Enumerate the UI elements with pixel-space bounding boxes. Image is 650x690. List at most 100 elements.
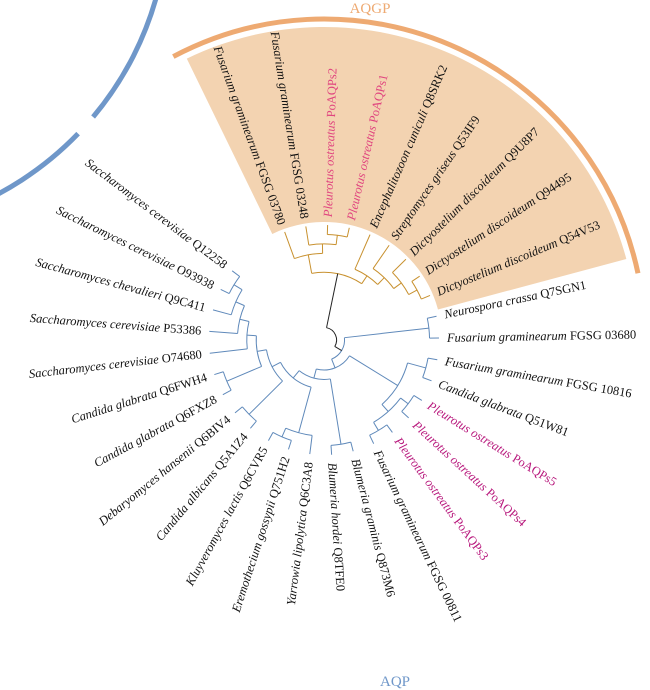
tree-branch <box>220 288 230 295</box>
tree-branch <box>373 422 379 431</box>
tree-branch <box>226 365 262 382</box>
root-branch <box>334 346 342 351</box>
leaf-label: Saccharomyces cerevisiae O74680 <box>28 347 202 381</box>
tree-branch <box>354 234 371 270</box>
leaf-accession: O93938 <box>171 261 216 293</box>
leaf-accession: Q6FWH4 <box>155 370 210 399</box>
tree-branch <box>411 281 422 300</box>
tree-branch <box>401 411 409 419</box>
tree-branch <box>271 361 281 368</box>
tree-branch <box>427 315 437 319</box>
leaf-label: Saccharomyces cerevisiae P53386 <box>29 311 202 338</box>
tree-branch <box>284 231 295 259</box>
leaf-accession: Q9C411 <box>160 289 207 314</box>
tree-branch <box>265 349 283 382</box>
tree-branch <box>222 371 232 391</box>
tree-branch <box>329 378 342 445</box>
leaf-accession: PoAQPs4 <box>481 484 530 530</box>
tree-branch <box>287 440 292 450</box>
tree-branch <box>350 441 354 452</box>
leaf-accession: O74680 <box>158 347 203 366</box>
clade-sector-aqgp <box>186 27 627 310</box>
tree-branch <box>349 355 399 386</box>
leaf-accession: Q8TFE0 <box>331 544 348 592</box>
leaf-accession: PoAQPs2 <box>324 68 340 121</box>
clade-label-aqp: AQP <box>380 674 410 690</box>
tree-branch <box>233 284 243 291</box>
tree-branch <box>427 357 438 361</box>
leaf-accession: FGSG 10816 <box>562 375 633 401</box>
tree-branch <box>246 321 250 349</box>
tree-branch <box>330 445 333 455</box>
leaf-species: Candida glabrata <box>69 386 158 426</box>
leaf-label: Pleurotus ostreatus PoAQPs2 <box>321 68 340 218</box>
tree-branch <box>386 424 393 433</box>
leaf-accession: FGSG 00811 <box>423 556 465 624</box>
clade-ring-aqgp <box>172 16 641 274</box>
tree-branch <box>309 435 313 455</box>
tree-branch <box>361 275 368 284</box>
tree-branch <box>421 294 431 300</box>
tree-branch <box>285 427 313 436</box>
leaf-accession: Q873M6 <box>372 548 398 598</box>
tree-branch <box>241 406 257 422</box>
tree-branch <box>235 301 245 307</box>
tree-branch <box>413 395 423 401</box>
leaf-label: Yarrowia lipolytica Q6C3A8 <box>284 461 316 606</box>
tree-branch <box>239 318 250 323</box>
tree-branch <box>257 349 267 352</box>
tree-branch <box>422 377 432 382</box>
tree-branch <box>292 370 300 379</box>
leaf-species: Saccharomyces chevalieri <box>34 255 164 303</box>
tree-branch <box>248 380 283 415</box>
tree-branch <box>298 387 312 433</box>
tree-branch <box>209 348 248 354</box>
tree-branch <box>346 227 350 238</box>
tree-branch <box>272 431 292 441</box>
leaf-accession: Q6C3A8 <box>296 461 316 511</box>
leaf-species: Saccharomyces cerevisiae <box>29 311 161 335</box>
tree-branch <box>313 368 317 379</box>
leaf-label: Blumeria hordei Q8TFE0 <box>325 462 347 591</box>
tree-branch <box>267 432 274 441</box>
tree-branch <box>411 275 420 282</box>
tree-branch <box>209 330 238 335</box>
leaf-accession: Q51W81 <box>520 409 571 439</box>
tree-branch <box>331 358 336 369</box>
tree-branch <box>214 371 224 376</box>
tree-branch <box>354 268 379 285</box>
tree-branch <box>377 277 385 285</box>
leaf-accession: PoAQPs3 <box>449 512 491 562</box>
tree-branch <box>393 282 402 289</box>
tree-branch <box>369 434 375 444</box>
tree-branch <box>294 252 323 260</box>
tree-branch <box>392 272 410 295</box>
tree-branch <box>372 268 395 289</box>
tree-branch <box>381 404 389 412</box>
tree-branch <box>231 270 240 277</box>
tree-branch <box>372 244 390 269</box>
root-branch <box>326 327 338 347</box>
leaf-species: Fusarium graminearum <box>446 329 567 345</box>
leaf-label: Fusarium graminearum FGSG 03680 <box>446 328 636 345</box>
leaf-species: Blumeria hordei <box>325 462 344 545</box>
tree-branch <box>307 254 313 274</box>
leaf-accession: Q12258 <box>187 234 230 271</box>
tree-branch <box>422 358 429 378</box>
tree-branch <box>392 258 407 273</box>
clade-label-aqgp: AQGP <box>350 1 391 17</box>
tree-branch <box>344 327 429 339</box>
tree-branch <box>400 397 409 405</box>
tree-branch <box>407 362 426 369</box>
clade-sector-aqp <box>91 130 237 262</box>
tree-branch <box>305 226 310 246</box>
leaf-species: Fusarium graminearum <box>443 354 564 389</box>
tree-branch <box>246 334 257 337</box>
tree-branch <box>222 389 232 396</box>
leaf-accession: PoAQPs5 <box>507 449 559 488</box>
tree-branch <box>250 420 257 429</box>
leaf-species: Pleurotus ostreatus <box>321 120 338 218</box>
root-branch <box>326 273 339 328</box>
